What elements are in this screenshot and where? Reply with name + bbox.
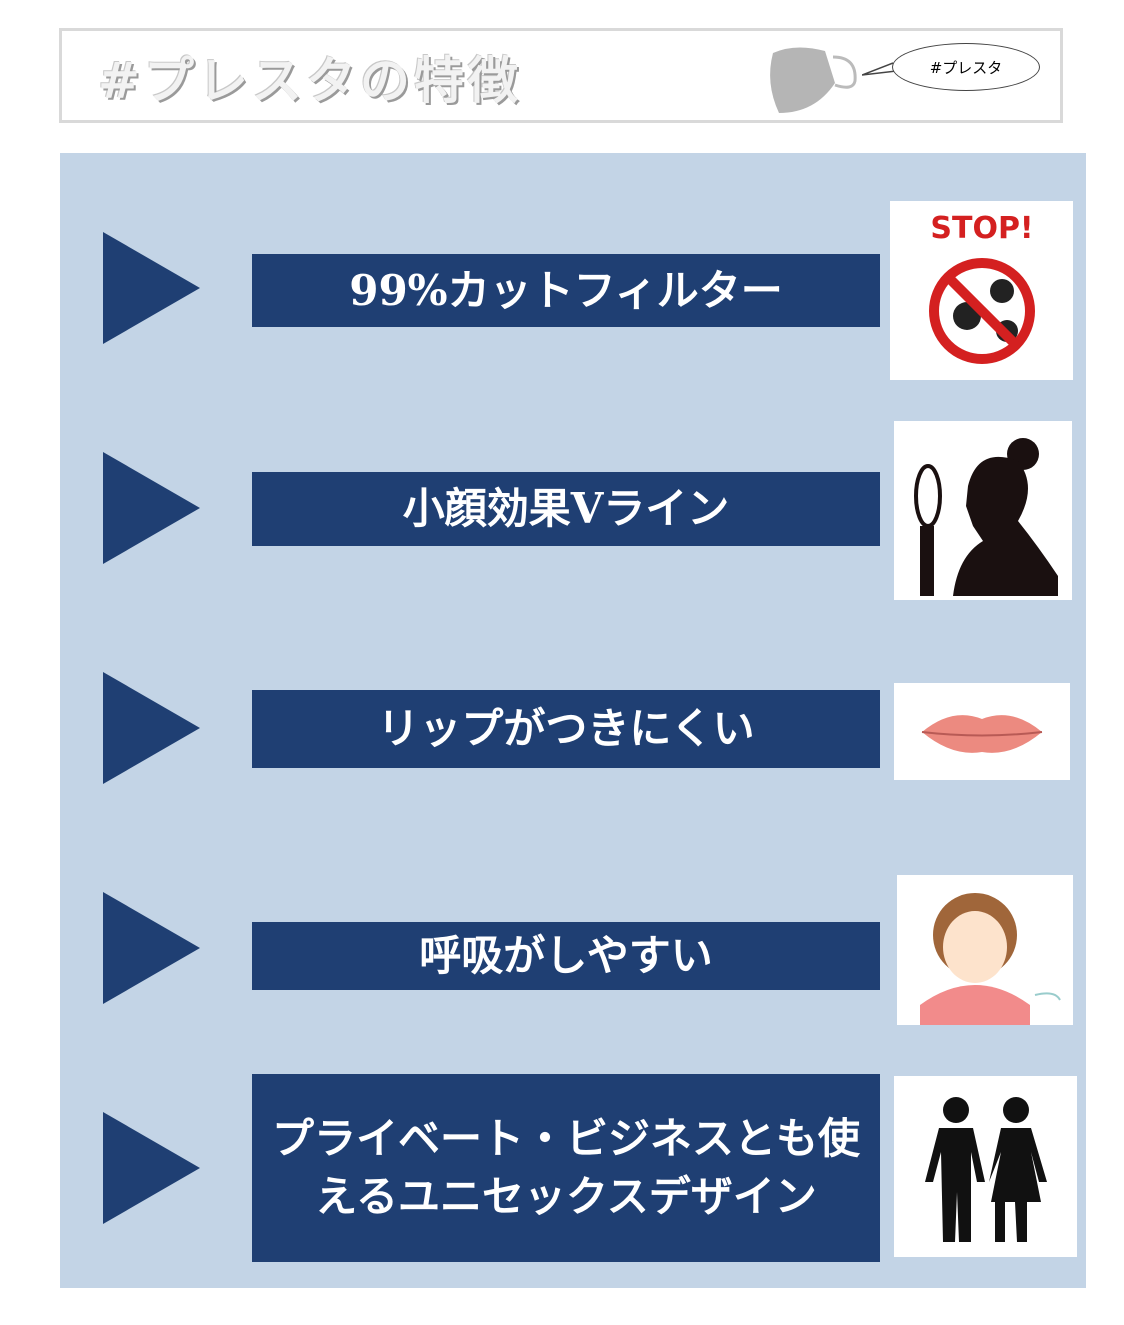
header-banner: #プレスタの特徴 #プレスタ [59, 28, 1063, 123]
woman-mirror-silhouette-icon [894, 421, 1072, 600]
arrow-icon [103, 892, 200, 1004]
feature-label: リップがつきにくい [252, 690, 880, 768]
mask-icon [770, 47, 857, 113]
arrow-icon [103, 1112, 200, 1224]
page-title: #プレスタの特徴 [98, 52, 522, 110]
feature-label: プライベート・ビジネスとも使えるユニセックスデザイン [252, 1074, 880, 1262]
feature-label: 呼吸がしやすい [252, 922, 880, 990]
feature-label: 小顔効果Vライン [252, 472, 880, 546]
arrow-icon [103, 672, 200, 784]
virus-stop-icon: STOP! [890, 201, 1073, 380]
stop-text: STOP! [930, 211, 1033, 246]
lips-icon [894, 683, 1070, 780]
couple-silhouette-icon [894, 1076, 1077, 1257]
bubble-tail-icon [862, 62, 897, 76]
feature-label: 99%カットフィルター [252, 254, 880, 327]
breathing-woman-icon [897, 875, 1073, 1025]
features-panel: 99%カットフィルター STOP! 小顔効果Vライン リップがつきにくい 呼吸が… [60, 153, 1086, 1288]
speech-bubble: #プレスタ [892, 43, 1040, 91]
arrow-icon [103, 232, 200, 344]
arrow-icon [103, 452, 200, 564]
